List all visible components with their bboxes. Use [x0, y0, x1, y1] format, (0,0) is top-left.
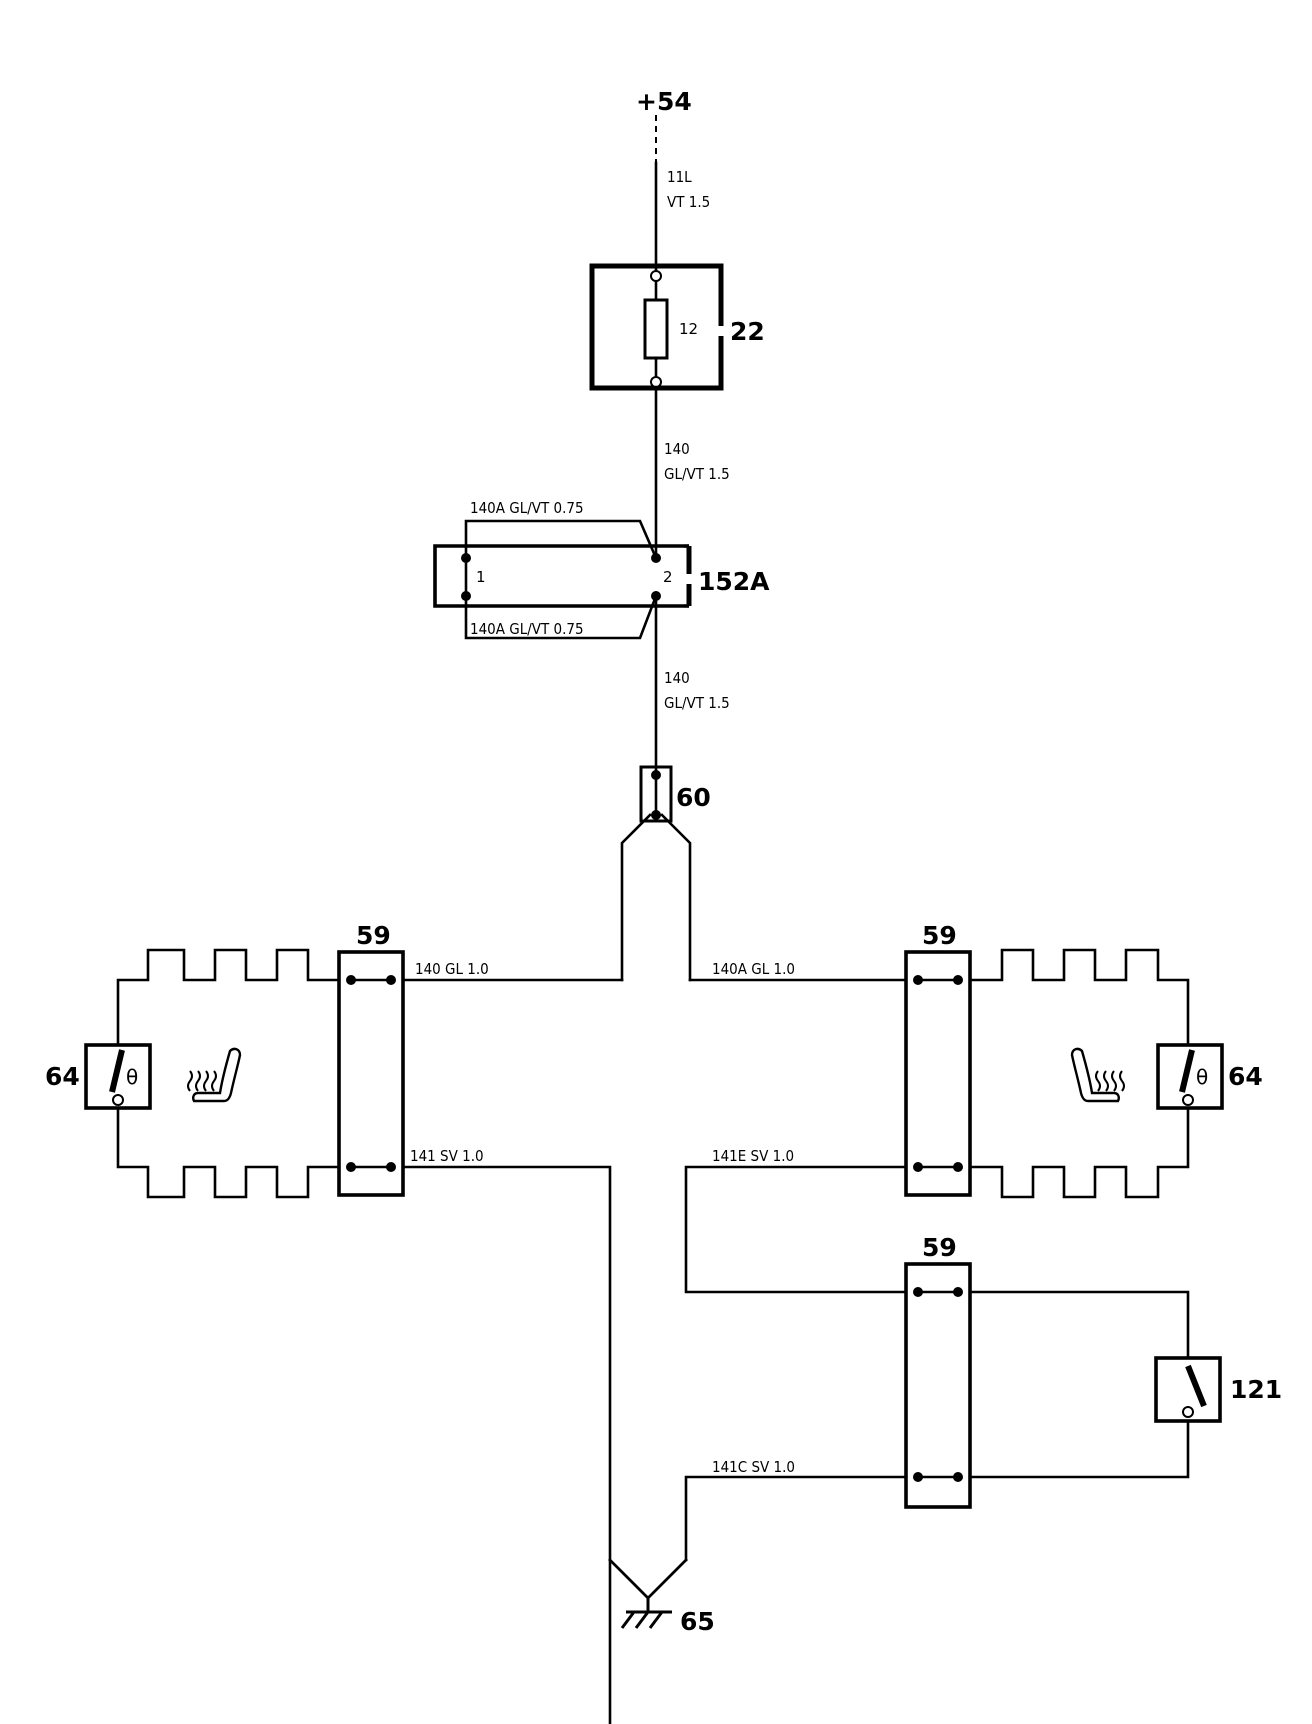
switch-terminal	[1182, 1406, 1194, 1418]
heater-element-right-top	[968, 948, 1190, 1047]
connector-59-left	[337, 950, 405, 1197]
wire-141-left-label: 141 SV 1.0	[410, 1147, 484, 1165]
splice-dot	[651, 770, 661, 780]
pin-1-label: 1	[476, 568, 486, 586]
wire-11L-spec: VT 1.5	[667, 193, 710, 211]
pin-dot	[913, 975, 923, 985]
wire-141C	[684, 1475, 908, 1562]
wire-140A-right-label: 140A GL 1.0	[712, 960, 795, 978]
heater-element-left-top	[116, 948, 341, 1047]
heater-element-right-bottom	[968, 1106, 1190, 1199]
pin-dot	[953, 975, 963, 985]
pin-dot	[913, 1162, 923, 1172]
fuse-icon	[643, 298, 669, 360]
pin-dot	[346, 975, 356, 985]
thermostat-64-left-label: 64	[45, 1062, 80, 1091]
splice-fork-right	[660, 813, 692, 982]
wire-11L-id: 11L	[667, 168, 692, 186]
thermostat-switch-icon	[109, 1049, 125, 1093]
connector-59-right-label: 59	[922, 921, 957, 950]
pin-dot	[953, 1162, 963, 1172]
thermostat-64-right-label: 64	[1228, 1062, 1263, 1091]
wire-140A-lower-label: 140A GL/VT 0.75	[470, 620, 584, 638]
switch-wire-top	[968, 1290, 1190, 1360]
switch-icon	[1185, 1364, 1207, 1408]
thermostat-switch-icon	[1179, 1049, 1195, 1093]
pin-dot	[651, 553, 661, 563]
ground-merge-lines	[608, 1558, 688, 1600]
pin-dot	[953, 1287, 963, 1297]
wire-140-top-id: 140	[664, 440, 690, 458]
supply-label: +54	[636, 87, 692, 116]
connector-59-lower	[904, 1262, 972, 1509]
wire-141E-right	[684, 1165, 908, 1294]
wire-141-left	[401, 1165, 612, 1724]
connector-59-lower-label: 59	[922, 1233, 957, 1262]
thermo-symbol-right: θ	[1196, 1065, 1208, 1089]
switch-wire-bottom	[968, 1414, 1190, 1479]
seat-heater-icon	[1070, 1047, 1125, 1103]
wire-140-mid-id: 140	[664, 669, 690, 687]
pin-dot	[953, 1472, 963, 1482]
heater-element-left-bottom	[116, 1106, 341, 1199]
splice-label: 60	[676, 783, 711, 812]
pin-dot	[346, 1162, 356, 1172]
splice-fork-left	[620, 813, 652, 982]
fuse-box-label: 22	[730, 317, 765, 346]
pin-dot	[461, 591, 471, 601]
ground-merge	[608, 1558, 688, 1600]
pin-dot	[386, 1162, 396, 1172]
switch-terminal	[1182, 1094, 1194, 1106]
wire-141C-label: 141C SV 1.0	[712, 1458, 795, 1476]
switch-terminal	[112, 1094, 124, 1106]
ground-label: 65	[680, 1607, 715, 1636]
fuse-number: 12	[679, 320, 698, 338]
connector-59-right	[904, 950, 972, 1197]
wire-140A-upper-label: 140A GL/VT 0.75	[470, 499, 584, 517]
fuse-terminal-bottom	[650, 376, 662, 388]
wire-140A-lower	[464, 594, 658, 640]
wire-140A-upper	[464, 519, 658, 560]
seat-heater-icon	[187, 1047, 242, 1103]
splice-dot	[651, 810, 661, 820]
pin-dot	[386, 975, 396, 985]
pin-dot	[913, 1472, 923, 1482]
switch-121-label: 121	[1230, 1375, 1282, 1404]
ground-icon	[620, 1598, 672, 1629]
pin-dot	[461, 553, 471, 563]
wire-140-mid-spec: GL/VT 1.5	[664, 694, 730, 712]
thermo-symbol-left: θ	[126, 1065, 138, 1089]
wire-140-top-spec: GL/VT 1.5	[664, 465, 730, 483]
fuse-terminal-top	[650, 270, 662, 282]
connector-152A-label: 152A	[698, 567, 770, 596]
pin-2-label: 2	[663, 568, 673, 586]
pin-dot	[913, 1287, 923, 1297]
wire-141E-right-label: 141E SV 1.0	[712, 1147, 794, 1165]
connector-59-left-label: 59	[356, 921, 391, 950]
wire-140-left-label: 140 GL 1.0	[415, 960, 489, 978]
connector-152A	[433, 544, 692, 608]
